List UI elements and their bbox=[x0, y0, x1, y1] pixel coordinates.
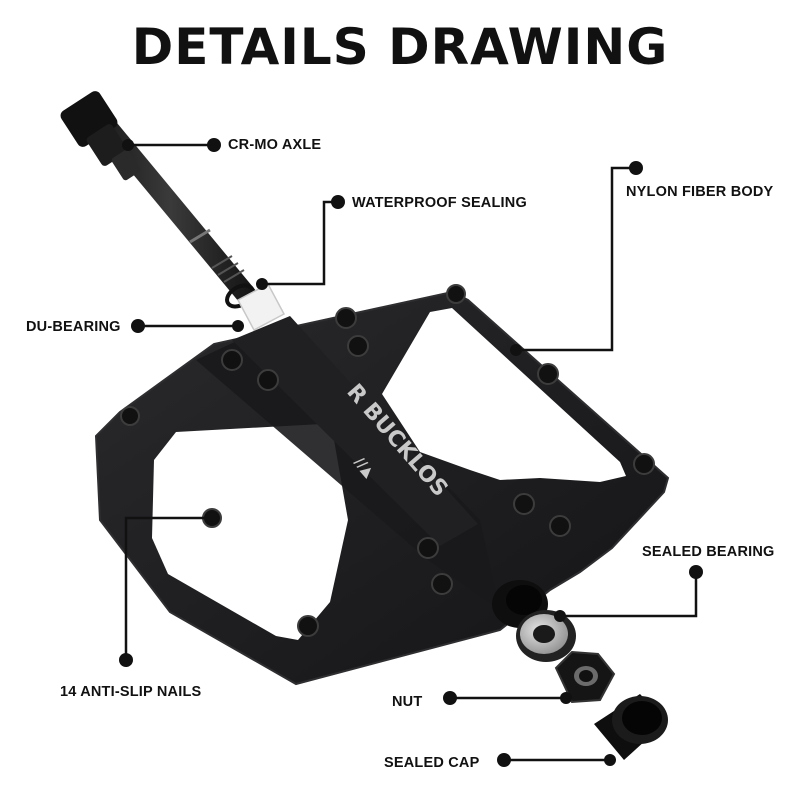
nail bbox=[537, 363, 559, 385]
nail bbox=[221, 349, 243, 371]
nail bbox=[513, 493, 535, 515]
dot-sealed-bearing bbox=[689, 565, 703, 579]
sealed-cap bbox=[594, 694, 668, 760]
dot-du-bearing bbox=[131, 319, 145, 333]
nail bbox=[335, 307, 357, 329]
leader-sealing bbox=[262, 200, 338, 286]
page-title: DETAILS DRAWING bbox=[131, 18, 669, 76]
leader-nails bbox=[124, 516, 212, 660]
label-axle: CR-MO AXLE bbox=[228, 137, 322, 153]
nail bbox=[257, 369, 279, 391]
label-du-bearing: DU-BEARING bbox=[26, 319, 121, 335]
nail bbox=[431, 573, 453, 595]
axle bbox=[60, 91, 262, 308]
callout-dots bbox=[119, 138, 703, 767]
dot-nails bbox=[119, 653, 133, 667]
sealing-ring bbox=[236, 282, 286, 332]
label-nails: 14 ANTI-SLIP NAILS bbox=[60, 684, 202, 700]
dot-cap-end bbox=[604, 754, 616, 766]
nail bbox=[417, 537, 439, 559]
label-cap: SEALED CAP bbox=[384, 755, 480, 771]
dot-cap bbox=[497, 753, 511, 767]
nail bbox=[633, 453, 655, 475]
nail bbox=[549, 515, 571, 537]
hex-nut bbox=[554, 650, 616, 704]
pedal-body: R BUCKLOS //▲ bbox=[94, 290, 670, 686]
anti-slip-nails bbox=[120, 284, 655, 637]
label-nut: NUT bbox=[392, 694, 423, 710]
dot-axle-end bbox=[122, 139, 134, 151]
dot-nut-end bbox=[560, 692, 572, 704]
label-sealed-bearing: SEALED BEARING bbox=[642, 544, 775, 560]
dot-sealed-bearing-end bbox=[554, 610, 566, 622]
dot-body-end bbox=[510, 344, 522, 356]
dot-axle bbox=[207, 138, 221, 152]
leader-sealed-bearing bbox=[560, 572, 698, 618]
dot-du-bearing-end bbox=[232, 320, 244, 332]
dot-sealing bbox=[331, 195, 345, 209]
label-sealing: WATERPROOF SEALING bbox=[352, 195, 527, 211]
label-body: NYLON FIBER BODY bbox=[626, 184, 774, 200]
dot-body bbox=[629, 161, 643, 175]
dot-sealing-end bbox=[256, 278, 268, 290]
dot-nut bbox=[443, 691, 457, 705]
nail bbox=[297, 615, 319, 637]
sealed-bearing bbox=[516, 610, 576, 662]
nail bbox=[446, 284, 466, 304]
leader-body bbox=[516, 166, 636, 352]
nail bbox=[120, 406, 140, 426]
dot-nails-end bbox=[206, 512, 218, 524]
nail bbox=[347, 335, 369, 357]
